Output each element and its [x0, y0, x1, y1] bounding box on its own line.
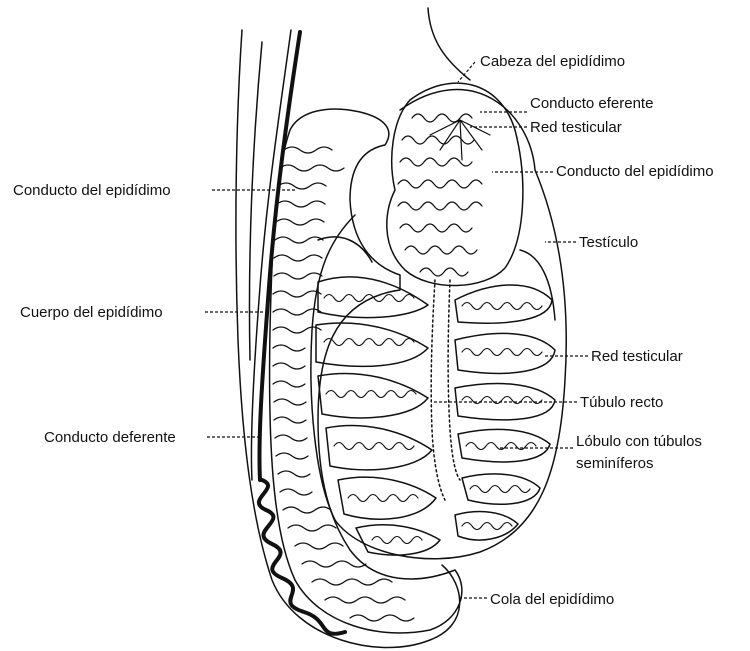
- lobule-right-5: [462, 474, 540, 504]
- epididymis-head: [387, 83, 523, 285]
- spermatic-cord-line: [428, 8, 470, 80]
- label-tubulo-recto: Túbulo recto: [580, 394, 663, 411]
- lobule-left-4: [326, 425, 432, 469]
- lobule-right-2: [455, 333, 555, 373]
- lobule-left-5: [338, 477, 436, 519]
- tunica-inner: [318, 237, 555, 320]
- vas-deferens-coils: [259, 480, 345, 634]
- mediastinum-dotted-2: [448, 280, 460, 480]
- label-red-testicular-top: Red testicular: [530, 119, 622, 136]
- epididymis-body-outline: [270, 109, 462, 633]
- label-conducto-epididimo-right: Conducto del epidídimo: [556, 163, 714, 180]
- label-cabeza-epididimo: Cabeza del epidídimo: [480, 53, 625, 70]
- vas-deferens-thick: [259, 32, 300, 480]
- epididymis-head-coils: [398, 114, 482, 276]
- lobule-left-2: [316, 323, 428, 366]
- label-conducto-eferente: Conducto eferente: [530, 95, 653, 112]
- label-cuerpo-epididimo: Cuerpo del epidídimo: [20, 304, 163, 321]
- label-lobulo-line1: Lóbulo con túbulos: [576, 433, 702, 450]
- label-cola-epididimo: Cola del epidídimo: [490, 591, 614, 608]
- label-lobulo-line2: seminíferos: [576, 455, 654, 472]
- efferent-ducts: [430, 120, 490, 160]
- testis-outline: [311, 90, 566, 559]
- label-testiculo: Testículo: [579, 234, 638, 251]
- epididymis-duct-coils: [273, 147, 414, 621]
- lobule-left-3: [318, 373, 428, 417]
- mediastinum-dotted: [431, 280, 445, 500]
- label-red-testicular-mid: Red testicular: [591, 348, 683, 365]
- label-conducto-epididimo-left: Conducto del epidídimo: [13, 182, 171, 199]
- label-conducto-deferente: Conducto deferente: [44, 429, 176, 446]
- lobule-left-6: [356, 525, 440, 555]
